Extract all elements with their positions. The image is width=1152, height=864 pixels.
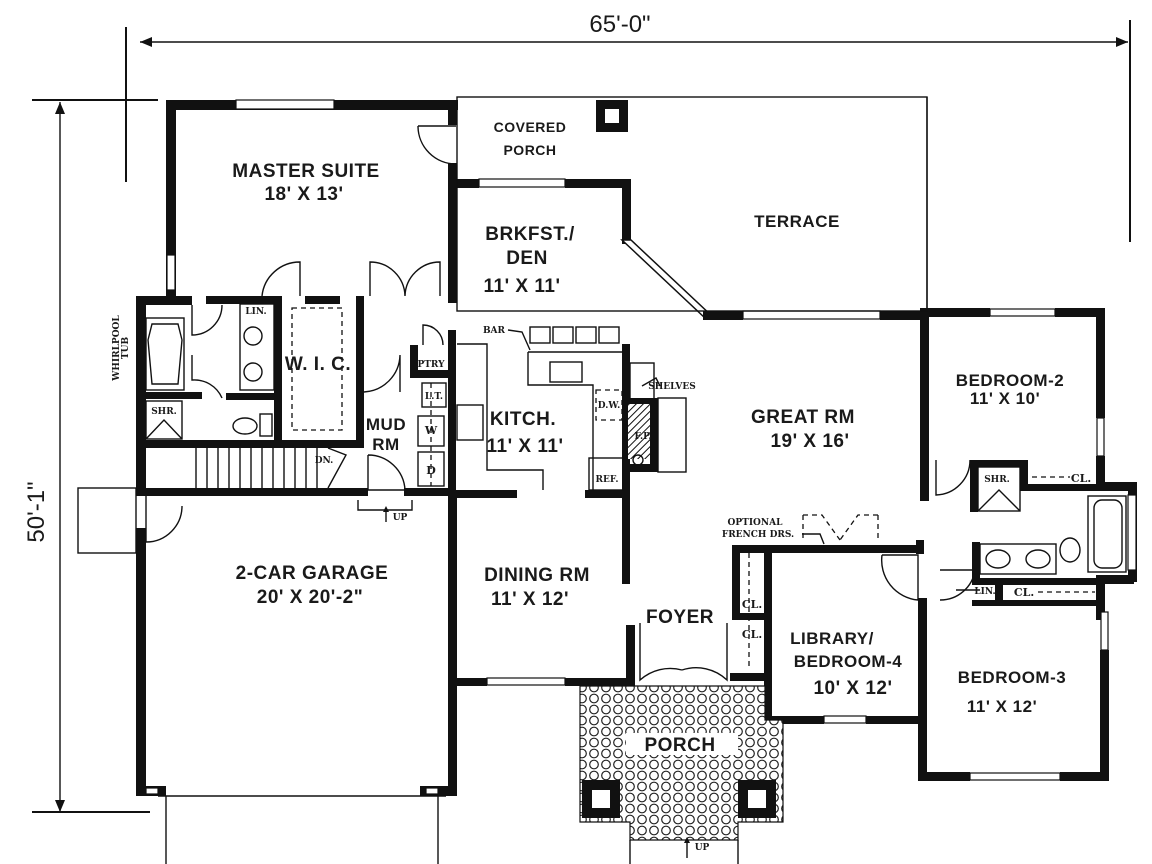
interior-walls [146, 296, 658, 584]
pantry-label: PTRY [417, 360, 445, 370]
bar-label: BAR [483, 326, 506, 336]
master-suite-size: 18' X 13' [264, 184, 343, 205]
optional-line2: FRENCH DRS. [722, 530, 794, 540]
kitchen-name: KITCH. [490, 409, 556, 430]
closet-label-foyer2: CL. [742, 628, 762, 641]
bedroom3-size: 11' X 12' [967, 697, 1037, 716]
dining-name: DINING RM [484, 565, 590, 586]
dryer-label: D [426, 464, 436, 477]
terrace-name: TERRACE [754, 212, 840, 231]
library-size: 10' X 12' [813, 678, 892, 699]
dining-size: 11' X 12' [491, 589, 569, 610]
outdoor-areas [77, 96, 928, 864]
great-room-size: 19' X 16' [770, 431, 849, 452]
closet-label-bath2: CL. [1071, 472, 1091, 485]
shelves-label: SHELVES [648, 382, 695, 392]
mud-room-line2: RM [372, 435, 399, 454]
covered-porch-line2: PORCH [503, 142, 556, 158]
up-label-porch: UP [695, 843, 710, 853]
closet-label-foyer1: CL. [742, 598, 762, 611]
dishwasher-label: D.W. [598, 401, 620, 411]
shower-label-bath2: SHR. [984, 475, 1010, 485]
bedroom2-size: 11' X 10' [970, 389, 1040, 408]
garage-size: 20' X 20'-2" [257, 587, 363, 608]
covered-porch-line1: COVERED [494, 119, 567, 135]
great-room-name: GREAT RM [751, 407, 855, 428]
bedroom3-name: BEDROOM-3 [958, 668, 1066, 687]
fireplace-label: F.P. [634, 432, 651, 442]
closet-label-hall: CL. [1014, 586, 1034, 599]
overall-width-label: 65'-0" [589, 11, 650, 38]
master-suite-name: MASTER SUITE [232, 161, 379, 182]
breakfast-line2: DEN [506, 248, 548, 269]
library-line2: BEDROOM-4 [794, 652, 902, 671]
breakfast-size: 11' X 11' [484, 276, 561, 297]
library-line1: LIBRARY/ [790, 629, 874, 648]
shower-label: SHR. [151, 407, 177, 417]
down-label: DN. [315, 456, 334, 466]
refrigerator-label: REF. [596, 475, 619, 485]
washer-label: W [424, 424, 438, 437]
room-labels: MASTER SUITE 18' X 13' COVERED PORCH TER… [232, 119, 1066, 756]
breakfast-line1: BRKFST./ [485, 224, 575, 245]
fixtures [145, 303, 1127, 670]
linen-label: LIN. [245, 307, 266, 317]
bedroom2-name: BEDROOM-2 [956, 371, 1064, 390]
mud-room-line1: MUD [366, 415, 406, 434]
windows [145, 99, 1137, 795]
dimension-width: 65'-0" [125, 11, 1131, 242]
wic-name: W. I. C. [285, 354, 351, 375]
overall-depth-label: 50'-1" [23, 481, 50, 542]
whirlpool-line2: TUB [121, 337, 131, 360]
whirlpool-line1: WHIRLPOOL [112, 315, 122, 382]
annotations: WHIRLPOOL TUB LIN. SHR. PTRY L.T. W D DN… [112, 307, 1091, 858]
optional-line1: OPTIONAL [728, 518, 784, 528]
kitchen-size: 11' X 11' [487, 436, 564, 457]
up-label-garage: UP [393, 513, 408, 523]
dimension-depth: 50'-1" [23, 99, 158, 813]
linen-label-bath2: LIN. [974, 587, 995, 597]
laundry-tub-label: L.T. [425, 392, 443, 402]
garage-name: 2-CAR GARAGE [236, 563, 389, 584]
porch-name: PORCH [644, 735, 715, 756]
foyer-name: FOYER [646, 607, 714, 628]
